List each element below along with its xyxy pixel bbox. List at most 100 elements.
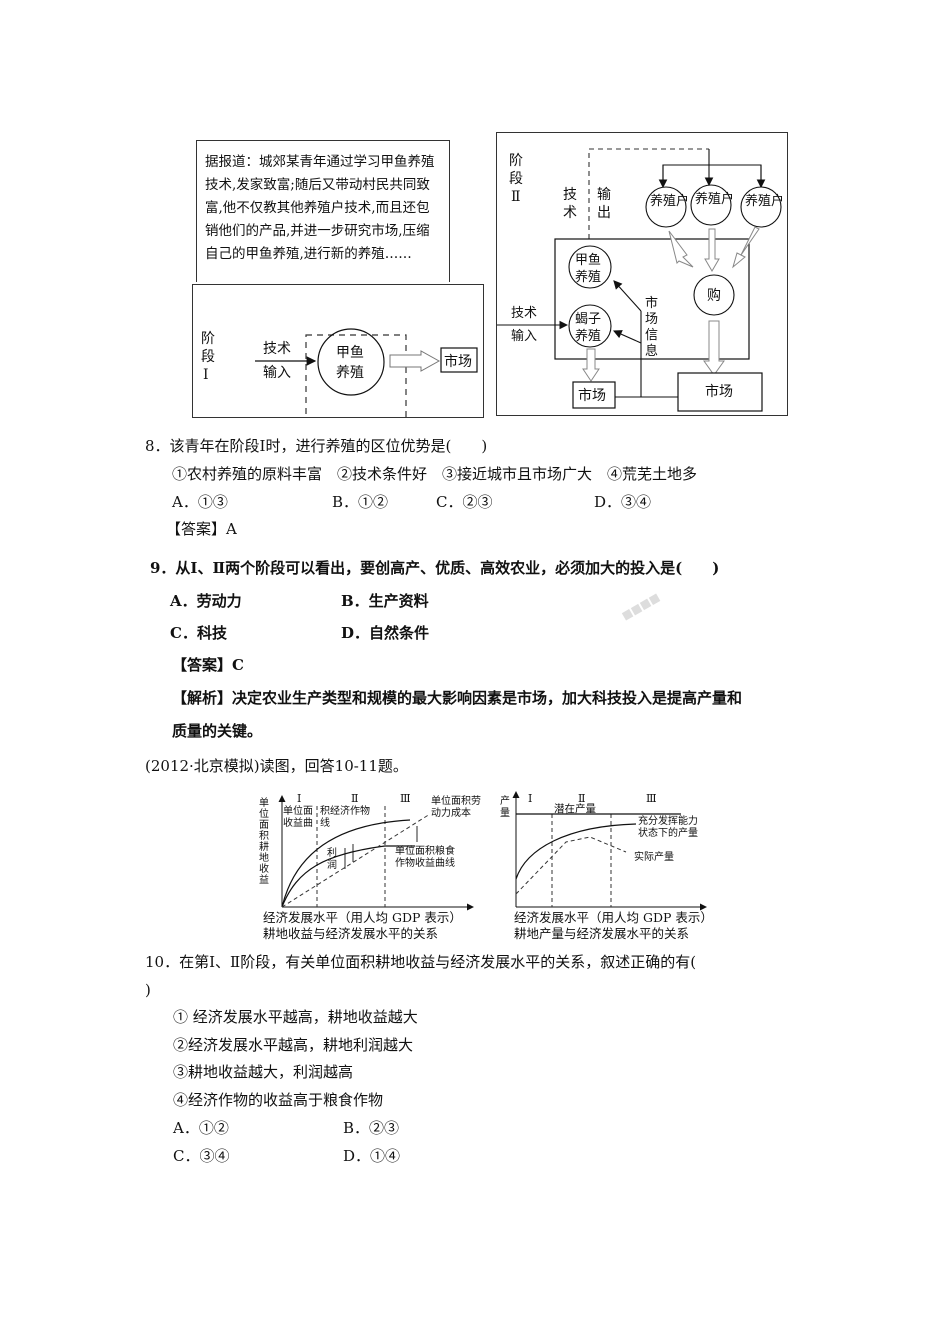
svg-text:Ⅱ: Ⅱ (511, 189, 521, 205)
svg-text:益: 益 (259, 873, 269, 886)
svg-text:养殖户: 养殖户 (695, 191, 734, 207)
chart-yield-caption: 耕地产量与经济发展水平的关系 (514, 926, 690, 941)
svg-text:输入: 输入 (511, 328, 537, 344)
svg-text:收益曲: 收益曲 (283, 816, 313, 829)
svg-text:潜在产量: 潜在产量 (554, 802, 596, 815)
svg-text:术: 术 (563, 205, 577, 221)
svg-text:养殖: 养殖 (336, 364, 364, 381)
q9-choice-d: D．自然条件 (341, 624, 430, 642)
chart-yield: 产 量 Ⅰ Ⅱ Ⅲ 潜在产量 充分发挥能力 状态下的产量 实际产量 经济发展水平… (496, 784, 746, 946)
svg-text:输入: 输入 (263, 365, 291, 381)
q9-analysis-line1: 【解析】决定农业生产类型和规模的最大影响因素是市场，加大科技投入是提高产量和 (172, 689, 743, 707)
svg-text:市场: 市场 (444, 353, 472, 370)
q9-analysis-line2: 质量的关键。 (172, 722, 263, 740)
svg-text:养殖户: 养殖户 (650, 193, 689, 209)
svg-text:甲鱼: 甲鱼 (336, 344, 364, 361)
svg-text:输: 输 (597, 187, 611, 203)
svg-text:Ⅲ: Ⅲ (400, 792, 411, 805)
chart-yield-xlabel: 经济发展水平（用人均 GDP 表示） (514, 910, 713, 925)
svg-text:技术: 技术 (511, 306, 537, 321)
q9-choice-c: C．科技 (170, 624, 227, 642)
chart-income: Ⅰ Ⅱ Ⅲ 单 位 面 积 耕 地 收 益 单位面 收益曲 积经济作物 线 单位… (255, 784, 505, 946)
svg-text:积经济作物: 积经济作物 (320, 804, 370, 817)
q9-stem: 9．从Ⅰ、Ⅱ两个阶段可以看出，要创高产、优质、高效农业，必须加大的投入是( ) (150, 559, 720, 577)
stage1-diagram: 阶 段 Ⅰ 技术 输入 甲鱼 养殖 市场 (192, 284, 484, 424)
svg-text:养殖: 养殖 (575, 328, 601, 344)
chart-yield-svg: 产 量 Ⅰ Ⅱ Ⅲ 潜在产量 充分发挥能力 状态下的产量 实际产量 (500, 791, 707, 911)
chart-income-xlabel: 经济发展水平（用人均 GDP 表示） (263, 910, 462, 925)
watermark: ■■■■ (619, 590, 663, 623)
svg-text:状态下的产量: 状态下的产量 (638, 826, 698, 839)
q8-choice-c: C．②③ (436, 493, 493, 511)
svg-text:段: 段 (509, 171, 523, 187)
q10-choice-d: D．①④ (343, 1147, 401, 1165)
svg-text:单位面积劳: 单位面积劳 (431, 794, 481, 807)
svg-text:产: 产 (500, 794, 510, 807)
svg-text:位: 位 (259, 807, 269, 820)
q10-choice-a: A．①② (173, 1119, 229, 1137)
svg-text:甲鱼: 甲鱼 (575, 252, 601, 268)
svg-text:养殖户: 养殖户 (745, 193, 784, 209)
svg-text:市场: 市场 (705, 383, 733, 400)
svg-text:购: 购 (707, 288, 721, 304)
svg-text:作物收益曲线: 作物收益曲线 (395, 856, 455, 869)
svg-text:阶: 阶 (201, 331, 215, 347)
svg-text:技: 技 (563, 187, 577, 203)
q10-statement-3: ③耕地收益越大，利润越高 (173, 1063, 354, 1081)
stage1-diagram-svg: 阶 段 Ⅰ 技术 输入 甲鱼 养殖 市场 (201, 328, 478, 424)
q9-choice-a: A．劳动力 (170, 592, 242, 610)
svg-text:实际产量: 实际产量 (634, 850, 674, 863)
svg-text:Ⅱ: Ⅱ (578, 792, 585, 805)
q10-stem-end: ) (145, 981, 151, 999)
svg-text:市场: 市场 (578, 387, 606, 404)
svg-text:Ⅰ: Ⅰ (203, 367, 209, 383)
svg-text:地: 地 (259, 851, 269, 864)
svg-text:Ⅱ: Ⅱ (351, 792, 358, 805)
svg-text:收: 收 (259, 862, 269, 875)
q10-choice-b: B．②③ (343, 1119, 400, 1137)
svg-text:信: 信 (645, 328, 658, 343)
q10-statement-4: ④经济作物的收益高于粮食作物 (173, 1091, 384, 1109)
q10-choice-c: C．③④ (173, 1147, 230, 1165)
q8-answer: 【答案】A (166, 520, 237, 538)
svg-text:量: 量 (500, 807, 510, 819)
q8-choice-d: D．③④ (594, 493, 652, 511)
chart-income-caption: 耕地收益与经济发展水平的关系 (263, 926, 439, 941)
svg-text:润: 润 (327, 858, 337, 871)
chart-income-svg: Ⅰ Ⅱ Ⅲ 单 位 面 积 耕 地 收 益 单位面 收益曲 积经济作物 线 单位… (259, 792, 481, 911)
svg-text:单: 单 (259, 797, 269, 809)
svg-text:动力成本: 动力成本 (431, 806, 471, 819)
svg-text:单位面: 单位面 (283, 804, 313, 817)
svg-text:阶: 阶 (509, 153, 523, 169)
q9-choice-b: B．生产资料 (341, 592, 429, 610)
svg-text:Ⅰ: Ⅰ (528, 792, 532, 805)
svg-text:养殖: 养殖 (575, 269, 601, 285)
q9-answer: 【答案】C (172, 656, 244, 674)
news-box: 据报道：城郊某青年通过学习甲鱼养殖技术,发家致富;随后又带动村民共同致富,他不仅… (196, 140, 450, 282)
svg-text:单位面积粮食: 单位面积粮食 (395, 844, 455, 857)
svg-text:市: 市 (645, 295, 658, 311)
svg-text:充分发挥能力: 充分发挥能力 (638, 814, 698, 827)
svg-text:积: 积 (259, 830, 269, 842)
svg-text:线: 线 (320, 816, 330, 829)
q10-statement-2: ②经济发展水平越高，耕地利润越大 (173, 1036, 414, 1054)
svg-text:蝎子: 蝎子 (575, 312, 601, 327)
svg-text:Ⅲ: Ⅲ (646, 792, 657, 805)
svg-text:段: 段 (201, 349, 215, 365)
news-text: 据报道：城郊某青年通过学习甲鱼养殖技术,发家致富;随后又带动村民共同致富,他不仅… (205, 154, 435, 262)
q8-stem: 8．该青年在阶段Ⅰ时，进行养殖的区位优势是( ) (145, 437, 488, 455)
svg-text:场: 场 (645, 312, 658, 327)
svg-text:耕: 耕 (259, 840, 269, 853)
intro-text: (2012·北京模拟)读图，回答10-11题。 (145, 757, 408, 775)
svg-text:利: 利 (327, 847, 337, 859)
stage2-diagram: 阶 段 Ⅱ 技 术 输 出 养殖户 养殖户 养殖户 购 甲鱼 养殖 蝎子 养殖 (496, 132, 788, 416)
q10-statement-1: ① 经济发展水平越高，耕地收益越大 (173, 1008, 418, 1026)
q10-stem: 10．在第Ⅰ、Ⅱ阶段，有关单位面积耕地收益与经济发展水平的关系，叙述正确的有( (145, 953, 697, 971)
svg-text:息: 息 (645, 343, 658, 359)
q8-choice-b: B．①② (332, 493, 389, 511)
svg-text:Ⅰ: Ⅰ (297, 792, 301, 805)
q8-choice-a: A．①③ (172, 493, 228, 511)
svg-text:技术: 技术 (263, 341, 291, 357)
svg-text:出: 出 (597, 205, 611, 221)
stage2-diagram-svg: 阶 段 Ⅱ 技 术 输 出 养殖户 养殖户 养殖户 购 甲鱼 养殖 蝎子 养殖 (497, 148, 784, 412)
